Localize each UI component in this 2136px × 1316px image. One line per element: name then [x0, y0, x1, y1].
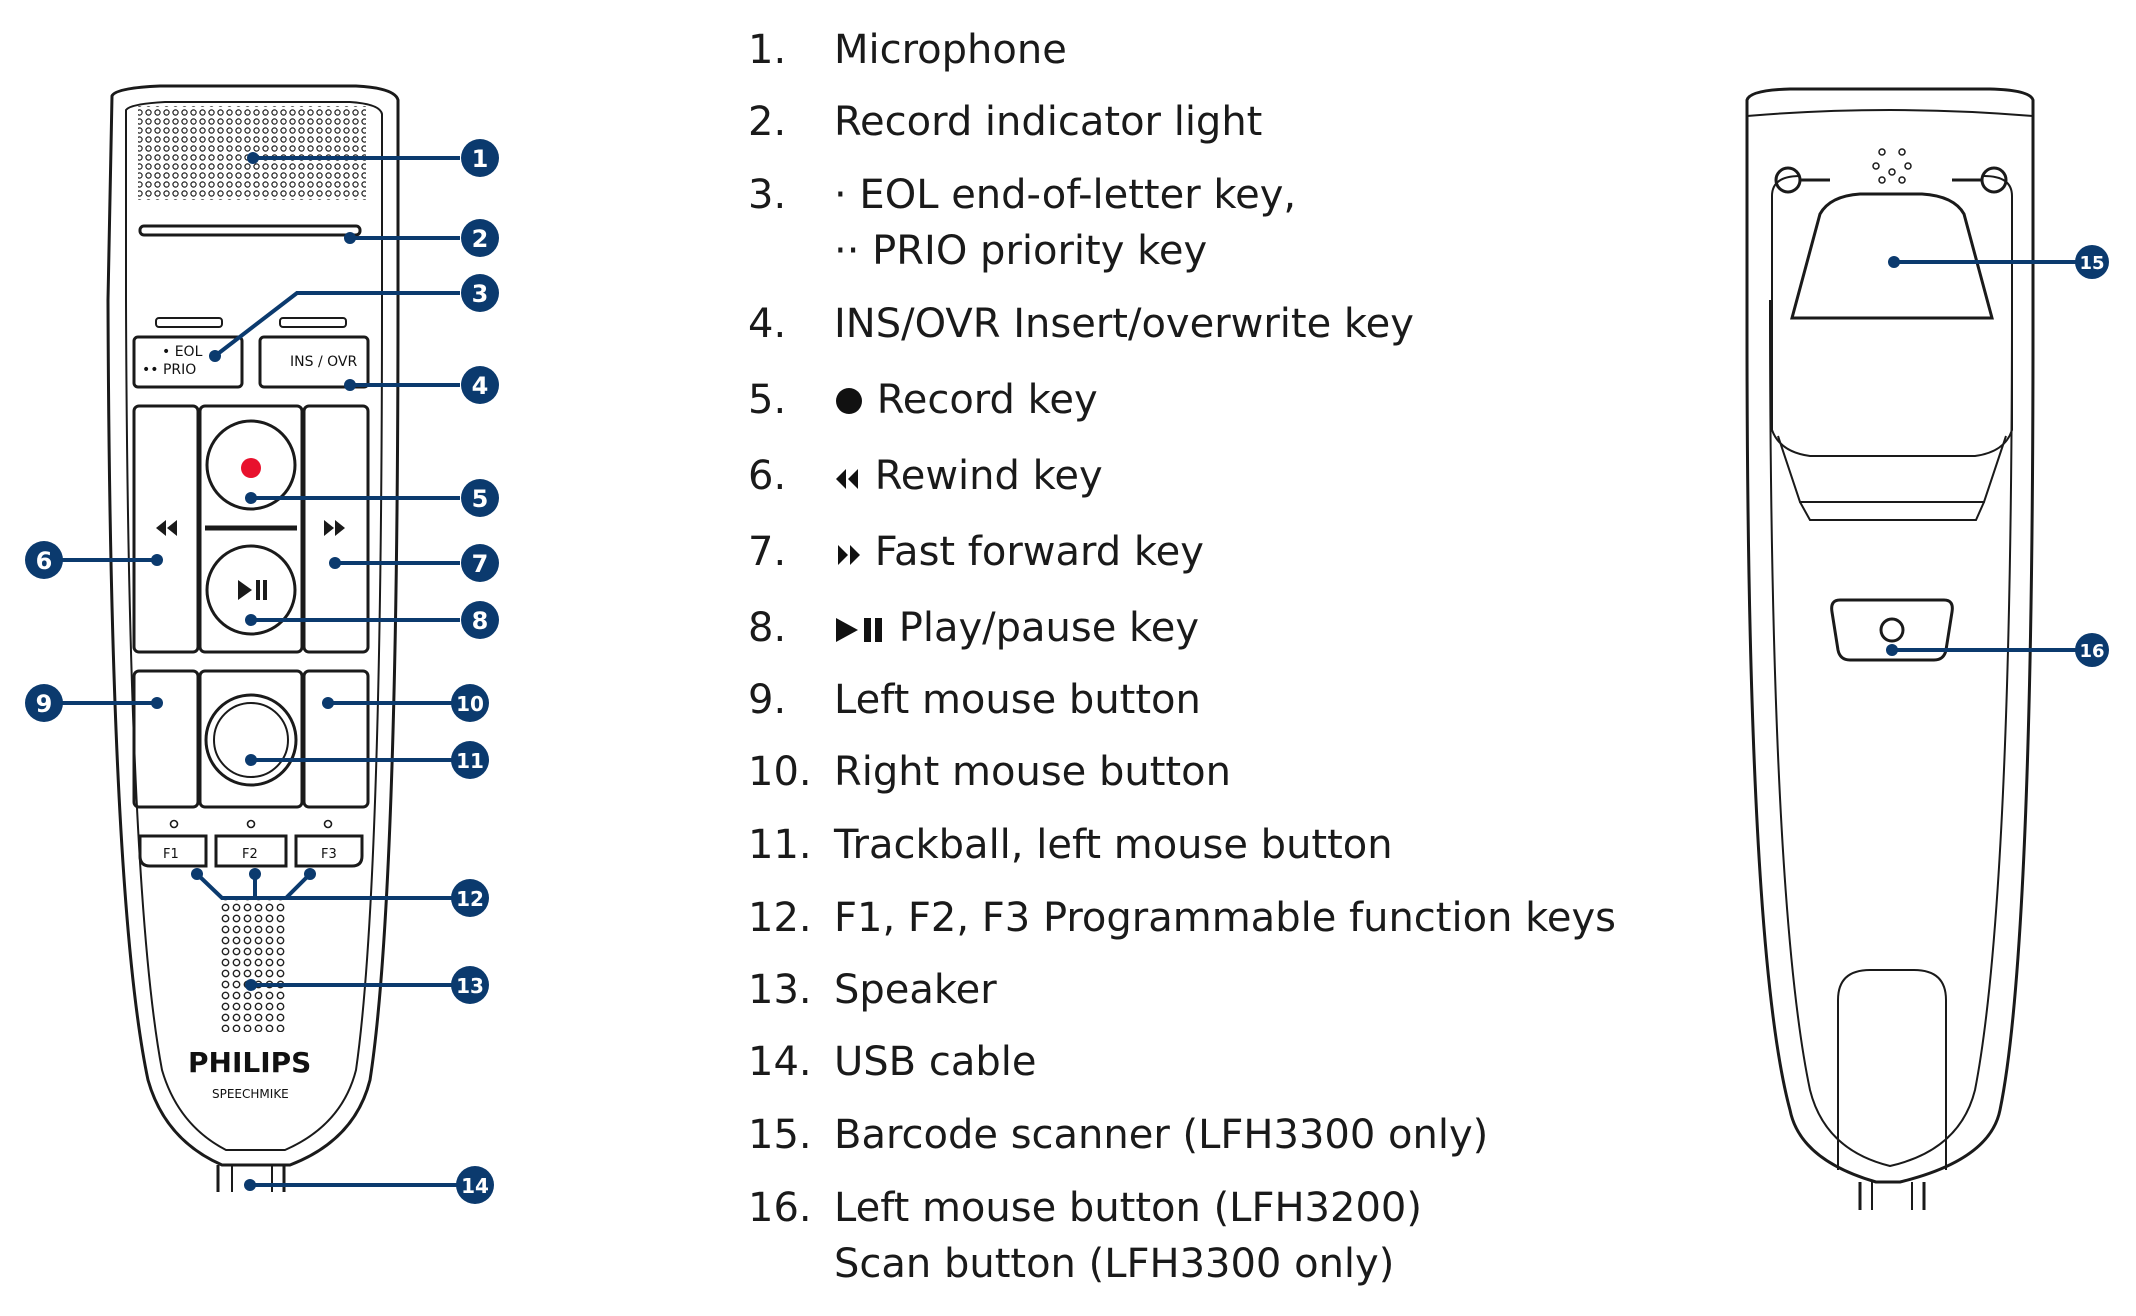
rewind-icon: [836, 469, 858, 489]
svg-text:12: 12: [456, 887, 484, 911]
svg-text:4: 4: [472, 372, 489, 400]
fast-forward-icon: [838, 545, 860, 565]
f3-label: F3: [321, 847, 337, 862]
callout-2: 2: [461, 219, 499, 257]
legend-label-5: Record key: [876, 377, 1098, 423]
front-device: [106, 84, 400, 1192]
svg-text:13: 13: [456, 974, 484, 998]
speaker-grille: [219, 900, 285, 1032]
callout-leaders: [60, 156, 2080, 1187]
svg-text:14: 14: [461, 1174, 489, 1198]
back-body-outline: [1745, 87, 2035, 1184]
rewind-key[interactable]: [132, 404, 200, 654]
callout-4: 4: [461, 366, 499, 404]
eol-label: • EOL: [162, 344, 203, 360]
callout-15: 15: [2075, 245, 2109, 279]
barcode-scanner-window: [1790, 192, 1994, 320]
right-mouse-button[interactable]: [302, 669, 370, 809]
callout-5: 5: [461, 479, 499, 517]
fast-forward-glyph-icon: [324, 520, 345, 536]
svg-text:1: 1: [472, 145, 489, 173]
front-body-outline: [106, 84, 400, 1167]
record-indicator-light: [138, 224, 362, 237]
svg-text:5: 5: [472, 485, 489, 513]
svg-text:9: 9: [36, 690, 53, 718]
callout-7: 7: [461, 544, 499, 582]
callout-11: 11: [451, 741, 489, 779]
callout-13: 13: [451, 966, 489, 1004]
prio-label: •• PRIO: [142, 362, 196, 378]
callout-16: 16: [2075, 633, 2109, 667]
rewind-glyph-icon: [156, 520, 177, 536]
f1-key[interactable]: [138, 834, 208, 868]
ins-ovr-key[interactable]: [258, 335, 370, 389]
callout-1: 1: [461, 139, 499, 177]
eol-prio-key[interactable]: [132, 335, 244, 389]
play-pause-glyph-icon: [238, 580, 267, 600]
trackball[interactable]: [204, 693, 298, 787]
scan-button[interactable]: [1830, 598, 1954, 662]
play-pause-icon: [836, 618, 882, 642]
record-icon: [836, 388, 862, 414]
f1-label: F1: [163, 847, 179, 862]
f3-key[interactable]: [294, 834, 364, 868]
brand-logo: PHILIPS: [188, 1046, 311, 1079]
callout-badges: 1 2 3 4 5 6 7 8 9 10 11 12 13 14 15 16: [25, 139, 2109, 1204]
back-device: [1745, 87, 2035, 1210]
callout-9: 9: [25, 684, 63, 722]
legend-label-6: Rewind key: [874, 453, 1103, 499]
callout-3: 3: [461, 274, 499, 312]
record-key[interactable]: [205, 419, 297, 511]
svg-text:16: 16: [2079, 641, 2104, 662]
callout-10: 10: [451, 684, 489, 722]
svg-text:2: 2: [472, 225, 489, 253]
fast-forward-key[interactable]: [302, 404, 370, 654]
callout-12: 12: [451, 879, 489, 917]
f2-key[interactable]: [214, 834, 288, 868]
model-label: SPEECHMIKE: [212, 1087, 289, 1101]
left-mouse-button[interactable]: [132, 669, 200, 809]
play-pause-key[interactable]: [205, 544, 297, 636]
callout-8: 8: [461, 601, 499, 639]
svg-text:11: 11: [456, 749, 484, 773]
svg-text:6: 6: [36, 547, 53, 575]
svg-text:7: 7: [472, 550, 489, 578]
svg-text:3: 3: [472, 280, 489, 308]
svg-text:15: 15: [2079, 253, 2104, 274]
f2-label: F2: [242, 847, 258, 862]
svg-text:8: 8: [472, 607, 489, 635]
record-dot-icon: [241, 458, 261, 478]
callout-anchor-dots: [151, 152, 1900, 1191]
svg-text:10: 10: [456, 692, 484, 716]
ins-ovr-label: INS / OVR: [290, 354, 357, 370]
legend-label-7: Fast forward key: [874, 529, 1204, 575]
callout-6: 6: [25, 541, 63, 579]
callout-14: 14: [456, 1166, 494, 1204]
legend-label-8: Play/pause key: [898, 605, 1200, 651]
